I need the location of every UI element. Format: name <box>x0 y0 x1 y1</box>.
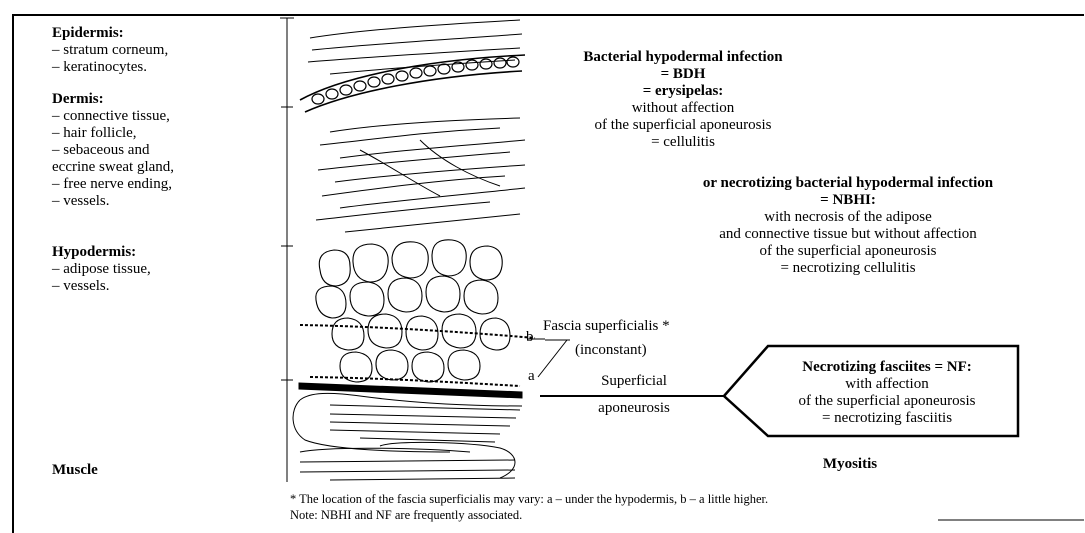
hypodermis-title: Hypodermis: <box>52 244 136 261</box>
bdh-result: = cellulitis <box>651 134 715 151</box>
bdh-synonym: = erysipelas: <box>643 83 724 100</box>
bdh-title: Bacterial hypodermal infection <box>583 49 782 66</box>
fascia-label-b: b <box>526 329 534 346</box>
epidermis-stroke <box>330 60 515 74</box>
aponeurosis-label: Superficial <box>601 373 667 390</box>
nf-desc: with affection <box>845 376 928 393</box>
nbhi-abbrev: = NBHI: <box>820 192 876 209</box>
muscle-title: Muscle <box>52 462 98 479</box>
dermis-title: Dermis: <box>52 91 104 108</box>
footnote-note: Note: NBHI and NF are frequently associa… <box>290 508 522 522</box>
dermis-item: – connective tissue, <box>52 108 170 125</box>
epidermis-stroke <box>310 20 520 38</box>
fascia-pointer-a <box>538 340 567 377</box>
epidermis-title: Epidermis: <box>52 25 124 42</box>
fascia-note: (inconstant) <box>575 342 647 359</box>
nf-desc: of the superficial aponeurosis <box>798 393 975 410</box>
epidermis-item: – stratum corneum, <box>52 42 168 59</box>
bdh-desc: of the superficial aponeurosis <box>594 117 771 134</box>
dermis-item: – vessels. <box>52 193 110 210</box>
dermis-fibres <box>316 118 525 232</box>
nbhi-result: = necrotizing cellulitis <box>780 260 915 277</box>
aponeurosis-band <box>299 383 522 398</box>
bdh-desc: without affection <box>632 100 735 117</box>
epidermis-item: – keratinocytes. <box>52 59 147 76</box>
muscle-fibres <box>293 393 522 480</box>
myositis-label: Myositis <box>823 456 877 473</box>
nf-title: Necrotizing fasciites = NF: <box>802 359 971 376</box>
hypodermis-item: – vessels. <box>52 278 110 295</box>
footnote: * The location of the fascia superficial… <box>290 492 768 506</box>
fascia-line-b <box>300 325 535 338</box>
adipose-cells <box>316 240 510 382</box>
bdh-abbrev: = BDH <box>661 66 706 83</box>
nbhi-desc: of the superficial aponeurosis <box>759 243 936 260</box>
nbhi-title: or necrotizing bacterial hypodermal infe… <box>703 175 993 192</box>
aponeurosis-label: aponeurosis <box>598 400 670 417</box>
dermis-item: – sebaceous and <box>52 142 149 159</box>
hypodermis-item: – adipose tissue, <box>52 261 151 278</box>
fascia-name: Fascia superficialis * <box>543 318 670 335</box>
basal-cells <box>312 57 519 104</box>
fascia-label-a: a <box>528 368 535 385</box>
dermis-item: – free nerve ending, <box>52 176 172 193</box>
epidermis-stroke <box>312 34 522 50</box>
dermis-item: – hair follicle, <box>52 125 137 142</box>
nf-result: = necrotizing fasciitis <box>822 410 952 427</box>
dermis-item: eccrine sweat gland, <box>52 159 174 176</box>
nbhi-desc: and connective tissue but without affect… <box>719 226 977 243</box>
nbhi-desc: with necrosis of the adipose <box>764 209 931 226</box>
